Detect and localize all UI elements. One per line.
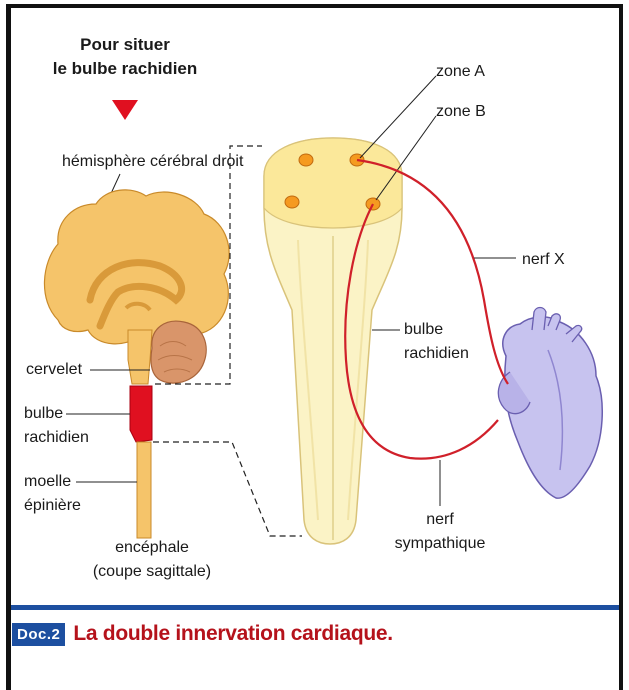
- label-encephale-line1: encéphale: [115, 539, 189, 556]
- label-bulbe-detail-line2: rachidien: [404, 345, 469, 362]
- label-nerf-sympathique-line1: nerf: [426, 511, 454, 528]
- medulla-top-section: [264, 138, 402, 228]
- caption-text: La double innervation cardiaque.: [73, 622, 392, 646]
- label-moelle-line1: moelle: [24, 473, 71, 490]
- pointer-triangle-icon: [112, 100, 138, 120]
- label-nerf-sympathique-line2: sympathique: [395, 535, 486, 552]
- leader-zone-a: [360, 76, 436, 158]
- label-cervelet: cervelet: [26, 361, 83, 378]
- nucleus-bottom-left: [285, 196, 299, 208]
- cervelet: [151, 321, 206, 383]
- label-bulbe-detail-line1: bulbe: [404, 321, 443, 338]
- orientation-title-line1: Pour situer: [80, 35, 170, 54]
- label-moelle-line2: épinière: [24, 497, 81, 514]
- label-bulbe-line1: bulbe: [24, 405, 63, 422]
- orientation-title-line2: le bulbe rachidien: [53, 59, 198, 78]
- zoom-connector-bottom: [153, 442, 302, 536]
- label-zone-a: zone A: [436, 63, 485, 80]
- caption-separator: [11, 605, 619, 610]
- label-zone-b: zone B: [436, 103, 486, 120]
- label-nerf-x: nerf X: [522, 251, 565, 268]
- bulbe-highlight: [130, 386, 152, 442]
- label-encephale-line2: (coupe sagittale): [93, 563, 211, 580]
- label-bulbe-line2: rachidien: [24, 429, 89, 446]
- label-hemisphere: hémisphère cérébral droit: [62, 153, 244, 170]
- brainstem: [128, 330, 152, 384]
- cerebral-hemisphere: [44, 190, 229, 344]
- nucleus-top-left: [299, 154, 313, 166]
- doc-tag: Doc.2: [12, 623, 65, 646]
- spinal-cord: [137, 442, 151, 538]
- caption: Doc.2 La double innervation cardiaque.: [12, 622, 393, 646]
